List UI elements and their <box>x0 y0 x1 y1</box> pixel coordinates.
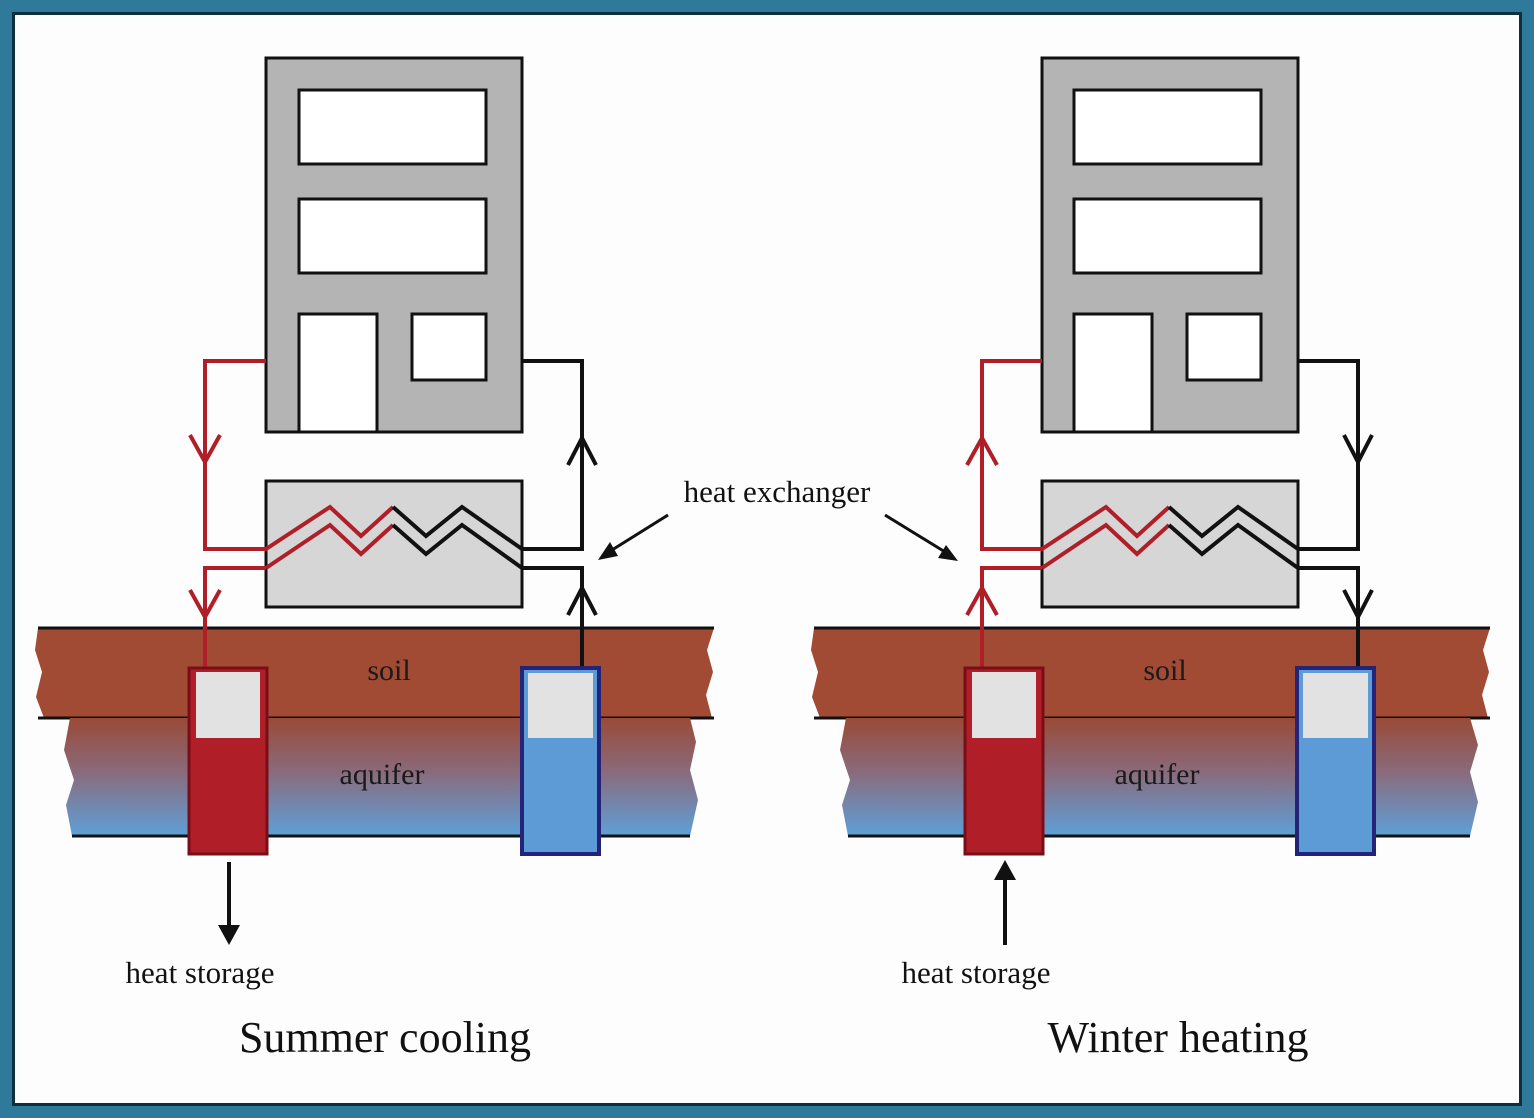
warm-well-right <box>963 666 1045 856</box>
pointer-arrowhead-left <box>598 542 618 560</box>
heat-storage-label-right: heat storage <box>902 955 1051 990</box>
warm-pipe-right <box>965 359 1171 668</box>
building-right <box>1040 56 1300 434</box>
heat-exchanger-right <box>1040 479 1300 609</box>
heat-storage-arrowhead-right <box>994 860 1016 880</box>
soil-label-right: soil <box>1143 654 1186 687</box>
heat-exchanger-label: heat exchanger <box>684 474 871 509</box>
aquifer-label-right: aquifer <box>1115 758 1200 791</box>
aquifer-label-left: aquifer <box>340 758 425 791</box>
cold-pipe-left <box>391 359 598 668</box>
soil-label-left: soil <box>367 654 410 687</box>
cold-well-right <box>1295 666 1376 856</box>
heat-exchanger-left <box>264 479 524 609</box>
winter-panel: soil aquifer heat storage Winter heating <box>811 56 1490 1062</box>
heat-storage-arrowhead-left <box>218 925 240 945</box>
pointer-arrow-right <box>884 513 951 557</box>
caption-summer: Summer cooling <box>239 1013 531 1062</box>
cold-pipe-right <box>1167 359 1374 668</box>
warm-well-left <box>187 666 269 856</box>
heat-storage-label-left: heat storage <box>126 955 275 990</box>
pointer-arrowhead-right <box>938 545 958 561</box>
caption-winter: Winter heating <box>1048 1013 1309 1062</box>
summer-panel: soil aquifer heat storage Summer cooling <box>35 56 714 1062</box>
warm-pipe-left <box>188 359 395 668</box>
cold-well-left <box>520 666 601 856</box>
building-left <box>264 56 524 434</box>
pointer-arrow-left <box>603 513 669 557</box>
